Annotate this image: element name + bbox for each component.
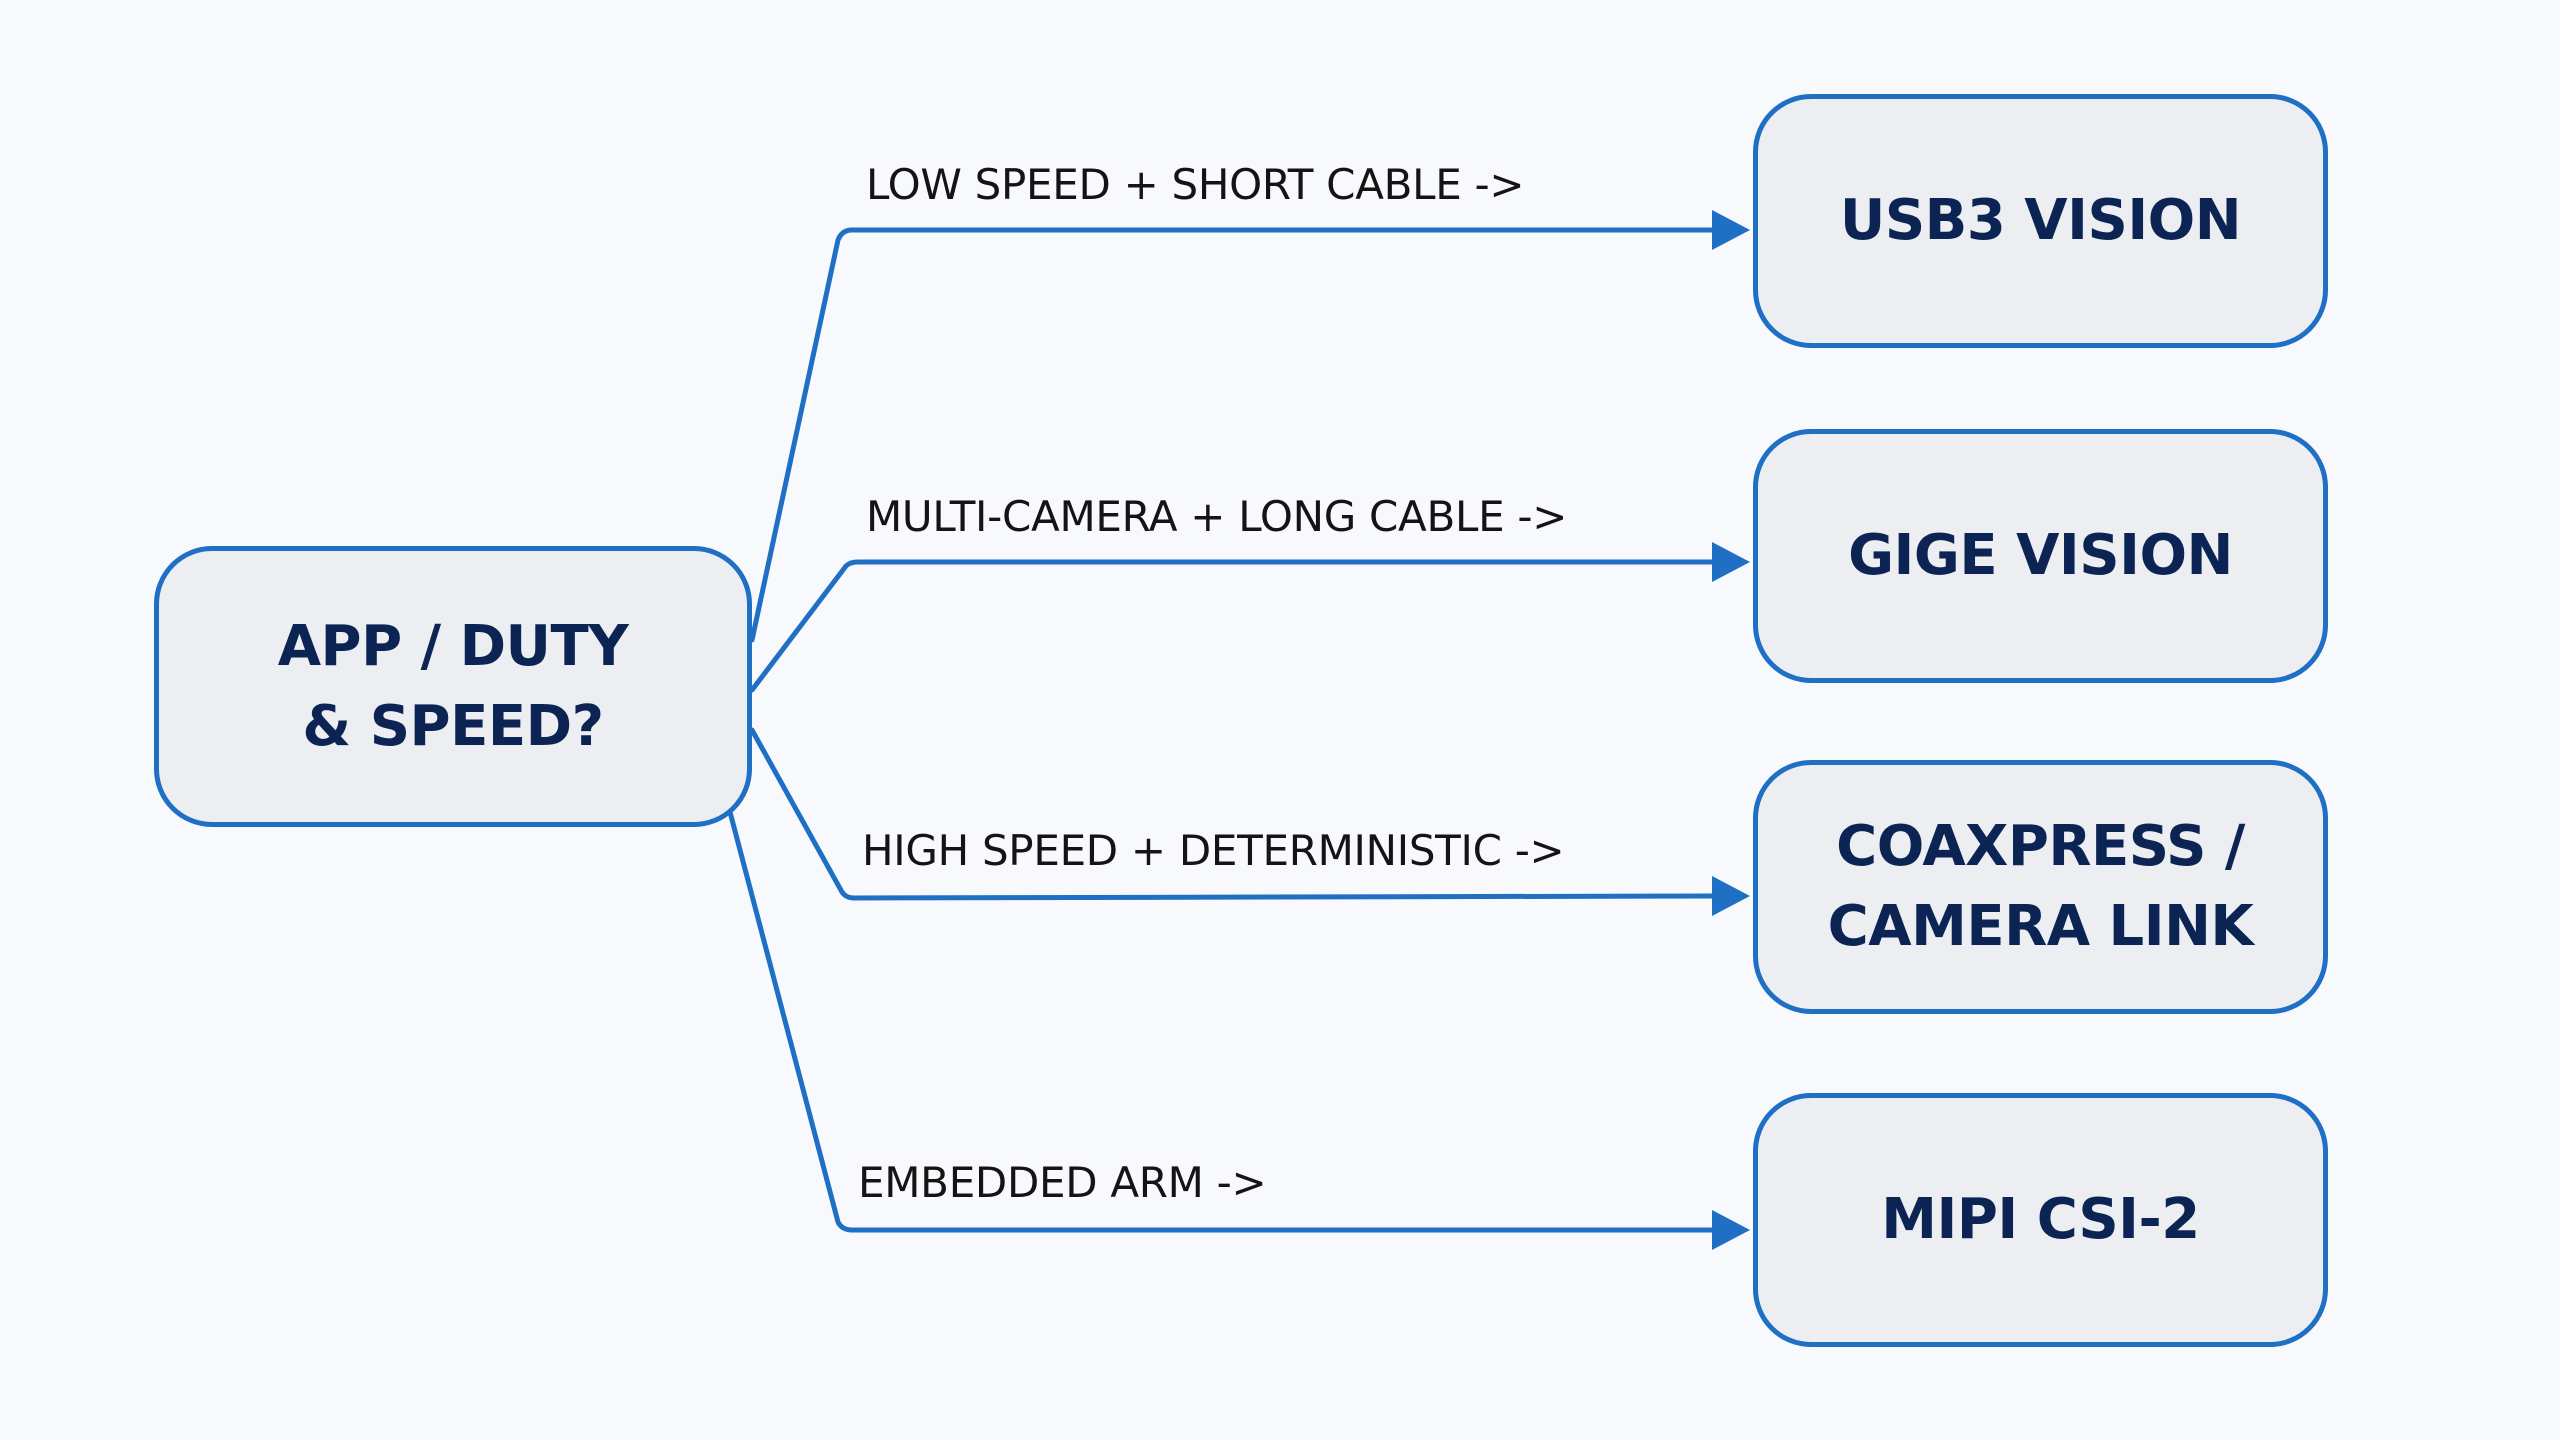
target-node-mipi-csi-2: MIPI CSI-2 [1753, 1093, 2328, 1347]
target-node-gige-label: GIGE VISION [1848, 523, 2233, 589]
connector-usb3 [749, 227, 1715, 643]
source-node-line-2: & SPEED? [302, 693, 604, 759]
connector-mipi [727, 809, 1715, 1233]
arrowhead-gige [1712, 542, 1750, 582]
connector-gige [749, 559, 1715, 693]
target-node-mipi-label: MIPI CSI-2 [1881, 1187, 2200, 1253]
edge-label-gige: MULTI-CAMERA + LONG CABLE -> [866, 492, 1568, 541]
target-node-gige-vision: GIGE VISION [1753, 429, 2328, 683]
target-node-coax-line-1: COAXPRESS / [1836, 814, 2245, 880]
arrowhead-usb3 [1712, 210, 1750, 250]
target-node-usb3-vision: USB3 VISION [1753, 94, 2328, 348]
target-node-usb3-label: USB3 VISION [1839, 188, 2242, 254]
arrowhead-mipi [1712, 1210, 1750, 1250]
target-node-coaxpress-camera-link: COAXPRESS / CAMERA LINK [1753, 760, 2328, 1014]
source-node-line-1: APP / DUTY [277, 613, 629, 679]
source-node: APP / DUTY & SPEED? [154, 546, 752, 827]
edge-label-usb3: LOW SPEED + SHORT CABLE -> [866, 160, 1525, 209]
edge-label-coax: HIGH SPEED + DETERMINISTIC -> [862, 826, 1565, 875]
edge-label-mipi: EMBEDDED ARM -> [858, 1158, 1267, 1207]
connector-coax [749, 727, 1715, 901]
target-node-coax-line-2: CAMERA LINK [1827, 894, 2254, 959]
arrowhead-coax [1712, 876, 1750, 916]
